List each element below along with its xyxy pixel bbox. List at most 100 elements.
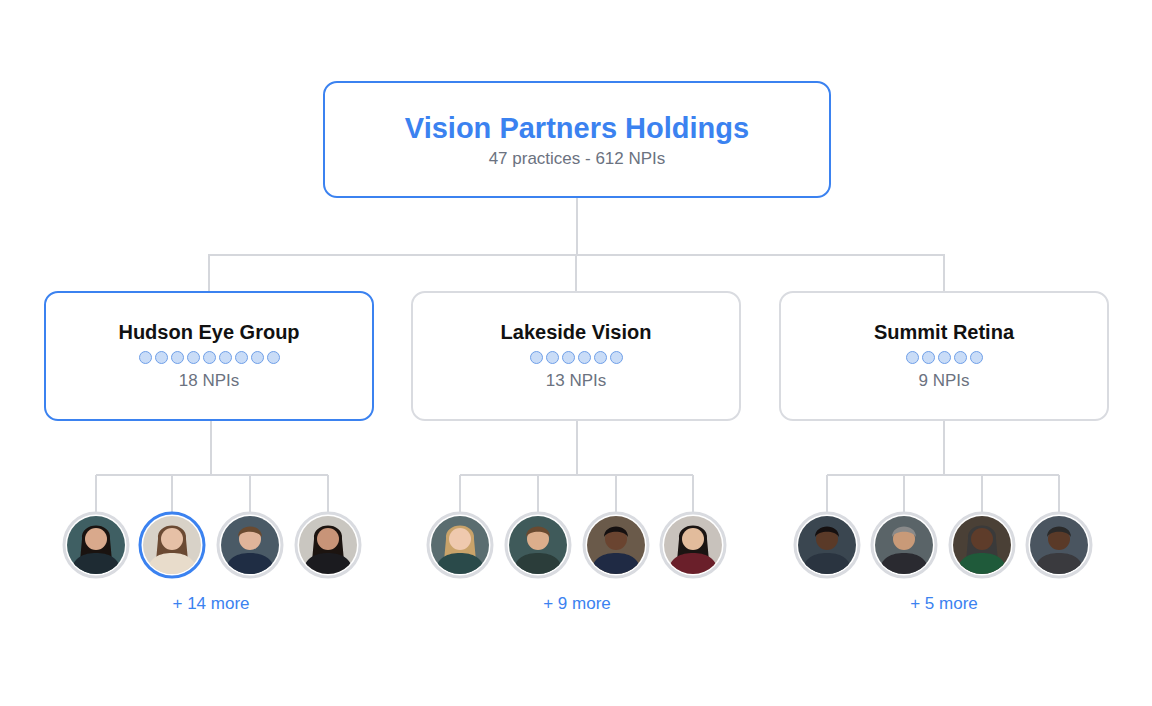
- avatar-body: [434, 553, 486, 575]
- avatar: [950, 513, 1014, 577]
- avatar-ring: [950, 513, 1014, 577]
- provider-dot: [546, 351, 559, 364]
- avatar-head: [449, 528, 471, 550]
- avatar-wires: [96, 421, 1059, 512]
- avatar: [795, 513, 859, 577]
- avatar-head: [85, 528, 107, 550]
- avatar-photo: [586, 515, 646, 575]
- dot-row: [906, 351, 983, 364]
- avatar-ring: [296, 513, 360, 577]
- avatar-bg: [874, 515, 934, 575]
- provider-dot: [562, 351, 575, 364]
- avatar-photo: [142, 515, 202, 575]
- avatar-body: [146, 553, 198, 575]
- avatar-ring: [584, 513, 648, 577]
- provider-dot: [938, 351, 951, 364]
- avatar: [218, 513, 282, 577]
- avatar-ring: [506, 513, 570, 577]
- dot-row: [530, 351, 623, 364]
- avatar: [64, 513, 128, 577]
- branch-line: [827, 421, 1059, 512]
- node-subtitle: 18 NPIs: [179, 370, 239, 392]
- provider-dot: [906, 351, 919, 364]
- avatar-body: [70, 553, 122, 575]
- node-subtitle: 13 NPIs: [546, 370, 606, 392]
- avatar: [506, 513, 570, 577]
- avatar-body: [801, 553, 853, 575]
- avatar-head: [682, 528, 704, 550]
- avatar-ring: [872, 513, 936, 577]
- avatar-hair: [526, 527, 550, 538]
- avatar-bg: [586, 515, 646, 575]
- branch-line: [460, 421, 693, 512]
- avatar: [584, 513, 648, 577]
- avatar-photo: [220, 515, 280, 575]
- avatar-ring: [428, 513, 492, 577]
- avatar-body: [878, 553, 930, 575]
- avatar-head: [161, 528, 183, 550]
- avatar-bg: [430, 515, 490, 575]
- more-count: + 14 more: [172, 594, 249, 614]
- provider-dot: [187, 351, 200, 364]
- provider-dot: [922, 351, 935, 364]
- avatar-photo: [874, 515, 934, 575]
- avatar-photo: [298, 515, 358, 575]
- avatar: [872, 513, 936, 577]
- provider-dot: [171, 351, 184, 364]
- practice-box: Lakeside Vision 13 NPIs: [411, 291, 741, 421]
- avatar: [296, 513, 360, 577]
- avatar-body: [1033, 553, 1085, 575]
- avatar: [428, 513, 492, 577]
- avatar-body: [667, 553, 719, 575]
- more-count: + 9 more: [543, 594, 611, 614]
- org-connector: [576, 198, 577, 291]
- branch-line: [96, 421, 328, 512]
- avatar-bg: [66, 515, 126, 575]
- avatar-photo: [952, 515, 1012, 575]
- node-title: Lakeside Vision: [501, 320, 652, 344]
- avatar-head: [971, 528, 993, 550]
- org-connector: [577, 198, 944, 291]
- avatar-photo: [1029, 515, 1089, 575]
- node-subtitle: 9 NPIs: [918, 370, 969, 392]
- avatar-head: [317, 528, 339, 550]
- avatar-ring: [661, 513, 725, 577]
- provider-dot: [251, 351, 264, 364]
- org-connector: [209, 198, 577, 291]
- avatar-bg: [508, 515, 568, 575]
- avatar-body: [590, 553, 642, 575]
- avatar-bg: [797, 515, 857, 575]
- node-subtitle: 47 practices - 612 NPIs: [489, 148, 666, 170]
- node-title: Hudson Eye Group: [118, 320, 299, 344]
- avatar-ring: [218, 513, 282, 577]
- avatar-bg: [142, 515, 202, 575]
- avatar-bg: [220, 515, 280, 575]
- avatar-ring: [795, 513, 859, 577]
- root-box: Vision Partners Holdings47 practices - 6…: [323, 81, 831, 198]
- provider-dot: [530, 351, 543, 364]
- avatar-body: [302, 553, 354, 575]
- provider-dot: [610, 351, 623, 364]
- avatar-photo: [797, 515, 857, 575]
- avatar-bg: [952, 515, 1012, 575]
- avatar-ring: [140, 513, 204, 577]
- avatar-bg: [1029, 515, 1089, 575]
- avatar-bg: [298, 515, 358, 575]
- avatar-hair: [604, 527, 628, 538]
- provider-dot: [954, 351, 967, 364]
- avatar-ring: [64, 513, 128, 577]
- avatar-photo: [66, 515, 126, 575]
- avatar-hair: [815, 527, 839, 538]
- provider-dot: [219, 351, 232, 364]
- avatar: [1027, 513, 1091, 577]
- provider-dot: [203, 351, 216, 364]
- avatar-photo: [430, 515, 490, 575]
- avatar-photo: [508, 515, 568, 575]
- practice-box: Summit Retina9 NPIs: [779, 291, 1109, 421]
- avatar-hair: [1047, 527, 1071, 538]
- practice-box: Hudson Eye Group 18 NPIs: [44, 291, 374, 421]
- avatar: [661, 513, 725, 577]
- provider-dot: [578, 351, 591, 364]
- avatar-ring: [1027, 513, 1091, 577]
